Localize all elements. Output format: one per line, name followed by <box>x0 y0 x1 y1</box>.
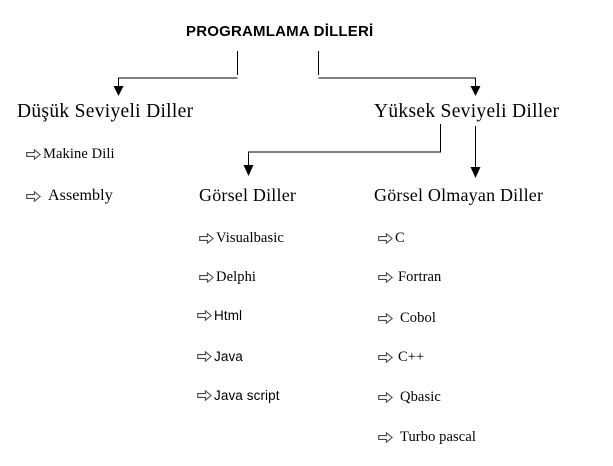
connector-to-yuksek <box>318 77 477 87</box>
list-item: Java script <box>197 389 280 403</box>
list-item: Makine Dili <box>26 147 115 162</box>
list-item-label: C++ <box>398 349 425 365</box>
list-item: C <box>378 231 405 246</box>
list-item: C++ <box>378 350 424 365</box>
page-title: PROGRAMLAMA DİLLERİ <box>186 23 374 40</box>
list-item-label: Visualbasic <box>216 230 284 246</box>
node-dusuk-seviyeli-diller: Düşük Seviyeli Diller <box>17 101 194 122</box>
arrowhead-dusuk <box>113 86 124 96</box>
list-item: Fortran <box>378 270 441 285</box>
block-arrow-icon <box>199 271 214 283</box>
list-item-label: Fortran <box>398 269 442 285</box>
list-item-label: Qbasic <box>400 389 441 405</box>
block-arrow-icon <box>378 271 393 283</box>
list-item-label: Assembly <box>48 187 113 204</box>
list-item: Cobol <box>378 311 436 326</box>
block-arrow-icon <box>197 310 212 322</box>
list-item-label: Cobol <box>400 310 436 326</box>
node-gorsel-olmayan-diller: Görsel Olmayan Diller <box>374 185 544 205</box>
block-arrow-icon <box>378 391 393 403</box>
block-arrow-icon <box>199 232 214 244</box>
list-item: Java <box>197 350 243 364</box>
list-item: Html <box>197 309 242 323</box>
list-item-label: Delphi <box>216 269 257 285</box>
block-arrow-icon <box>26 148 41 160</box>
arrowhead-gorsel <box>243 165 254 176</box>
block-arrow-icon <box>26 190 41 202</box>
arrowhead-yuksek <box>470 86 481 96</box>
block-arrow-icon <box>378 312 393 324</box>
list-item-label: Java <box>214 349 243 364</box>
list-item-label: C <box>395 230 405 246</box>
list-item: Qbasic <box>378 390 441 405</box>
block-arrow-icon <box>197 351 212 363</box>
block-arrow-icon <box>378 232 393 244</box>
connector-to-dusuk <box>117 77 238 87</box>
list-item-label: Makine Dili <box>43 146 115 162</box>
block-arrow-icon <box>378 351 393 363</box>
arrowhead-gorsel-olmayan <box>470 167 481 178</box>
list-item-label: Java script <box>214 388 280 403</box>
node-gorsel-diller: Görsel Diller <box>199 185 297 205</box>
block-arrow-icon <box>378 431 393 443</box>
list-item: Turbo pascal <box>378 430 476 445</box>
connector-to-gorsel <box>247 124 442 166</box>
node-yuksek-seviyeli-diller: Yüksek Seviyeli Diller <box>374 101 560 122</box>
list-item: Delphi <box>199 270 256 285</box>
list-item-label: Html <box>214 308 243 323</box>
list-item: Assembly <box>26 188 113 204</box>
block-arrow-icon <box>197 390 212 402</box>
list-item: Visualbasic <box>199 231 284 246</box>
list-item-label: Turbo pascal <box>400 429 476 445</box>
